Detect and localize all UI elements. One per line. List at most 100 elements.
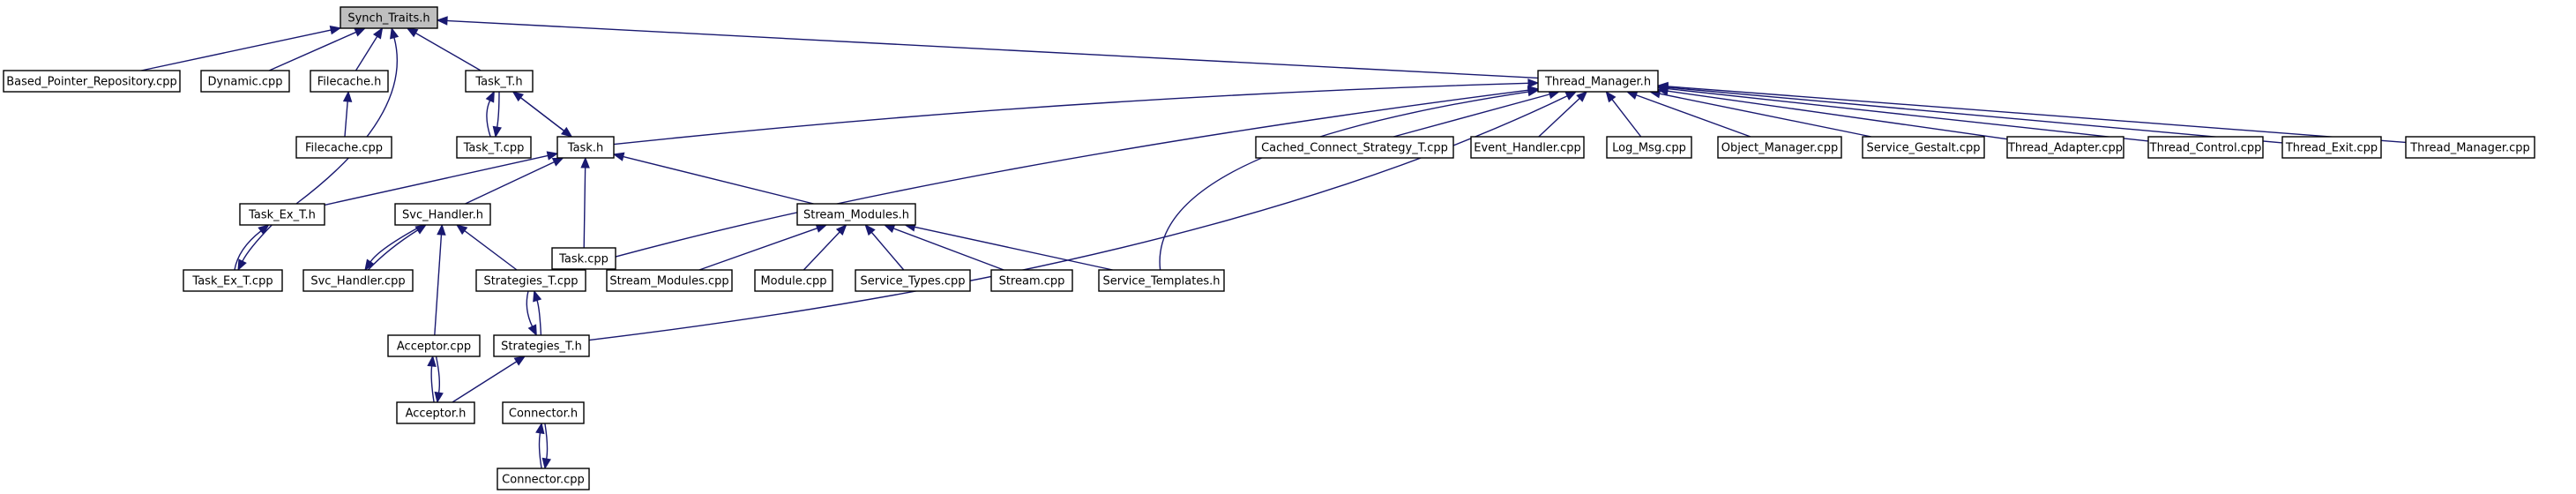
edge-task_ex_t_cpp-to-task_ex_t_h [234, 230, 262, 271]
edge-module_cpp-to-stream_modules_h [803, 231, 840, 271]
node-label: Dynamic.cpp [207, 76, 282, 89]
node-svc-handler-h[interactable]: Svc_Handler.h [394, 203, 491, 226]
node-label: Task_T.h [474, 76, 522, 89]
arrowhead-task_ex_t_h-to-task_h [546, 151, 559, 161]
edge-acceptor_cpp-to-acceptor_h [435, 356, 441, 393]
arrowhead-stream_cpp-to-stream_modules_h [883, 224, 896, 233]
node-thread-adapter-cpp[interactable]: Thread_Adapter.cpp [2006, 136, 2124, 159]
edge-task_t_h-to-task_t_cpp [497, 91, 500, 128]
arrowhead-acceptor_cpp-to-acceptor_h [434, 391, 444, 404]
node-label: Filecache.cpp [305, 142, 383, 155]
node-task-t-h[interactable]: Task_T.h [465, 70, 534, 93]
node-box [310, 70, 389, 93]
arrowhead-connector_cpp-to-connector_h [535, 422, 545, 435]
node-dynamic-cpp[interactable]: Dynamic.cpp [200, 70, 290, 93]
node-svc-handler-cpp[interactable]: Svc_Handler.cpp [302, 269, 414, 292]
node-label: Svc_Handler.cpp [310, 275, 405, 288]
arrowhead-filecache_h-to-synch_traits_h [372, 26, 384, 40]
node-label: Service_Gestalt.cpp [1867, 142, 1981, 155]
edge-service_gestalt_cpp-to-thread_manager_h [1659, 93, 1872, 138]
node-label: Service_Types.cpp [861, 275, 966, 288]
node-box [1537, 70, 1659, 93]
node-thread-manager-cpp[interactable]: Thread_Manager.cpp [2405, 136, 2535, 159]
node-based-pointer-repository-cpp[interactable]: Based_Pointer_Repository.cpp [3, 70, 181, 93]
node-label: Stream.cpp [999, 275, 1065, 288]
node-acceptor-cpp[interactable]: Acceptor.cpp [387, 334, 481, 357]
edge-task_ex_t_h-to-task_h [324, 154, 549, 206]
node-box [1862, 136, 1985, 159]
node-label: Log_Msg.cpp [1612, 142, 1686, 155]
node-label: Task.cpp [558, 253, 609, 266]
node-box [3, 70, 181, 93]
edge-task_t_h-to-task_h [512, 91, 565, 131]
node-box [502, 401, 585, 424]
node-label: Thread_Manager.h [1544, 76, 1651, 89]
node-stream-modules-h[interactable]: Stream_Modules.h [796, 203, 916, 226]
node-box [475, 269, 586, 292]
node-label: Event_Handler.cpp [1474, 142, 1581, 155]
edge-acceptor_h-to-strategies_t_h [452, 361, 518, 403]
node-synch-traits-h[interactable]: Synch_Traits.h [340, 6, 438, 29]
node-thread-manager-h[interactable]: Thread_Manager.h [1537, 70, 1659, 93]
arrowhead-filecache_cpp-to-filecache_h [342, 90, 353, 102]
arrowhead-module_cpp-to-stream_modules_h [835, 224, 847, 236]
arrowhead-object_manager_cpp-to-thread_manager_h [1625, 91, 1639, 100]
node-cached-connect-strategy-t-cpp[interactable]: Cached_Connect_Strategy_T.cpp [1255, 136, 1454, 159]
arrowhead-acceptor_h-to-strategies_t_h [513, 356, 526, 366]
arrowhead-task_h-to-thread_manager_h [1527, 79, 1540, 88]
node-task-ex-t-cpp[interactable]: Task_Ex_T.cpp [183, 269, 283, 292]
node-box [340, 6, 438, 29]
edge-connector_cpp-to-connector_h [538, 432, 542, 469]
node-event-handler-cpp[interactable]: Event_Handler.cpp [1470, 136, 1585, 159]
node-label: Task.h [567, 142, 603, 155]
node-module-cpp[interactable]: Module.cpp [754, 269, 833, 292]
node-label: Synch_Traits.h [347, 12, 429, 26]
node-label: Task_Ex_T.h [248, 209, 316, 222]
node-label: Cached_Connect_Strategy_T.cpp [1261, 142, 1448, 155]
node-task-h[interactable]: Task.h [556, 136, 615, 159]
node-box [497, 468, 590, 490]
edge-stream_modules_h-to-task_h [623, 155, 814, 205]
node-stream-modules-cpp[interactable]: Stream_Modules.cpp [606, 269, 733, 292]
node-object-manager-cpp[interactable]: Object_Manager.cpp [1717, 136, 1842, 159]
edge-svc_handler_h-to-task_h [465, 161, 555, 205]
node-label: Filecache.h [317, 76, 382, 89]
node-service-templates-h[interactable]: Service_Templates.h [1098, 269, 1225, 292]
edge-task_cpp-to-task_h [583, 167, 586, 249]
node-label: Strategies_T.cpp [483, 275, 578, 288]
edge-task_ex_t_h-to-task_ex_t_cpp [242, 224, 273, 262]
node-thread-control-cpp[interactable]: Thread_Control.cpp [2147, 136, 2264, 159]
node-box [855, 269, 971, 292]
node-thread-exit-cpp[interactable]: Thread_Exit.cpp [2281, 136, 2382, 159]
arrowhead-task_t_h-to-task_h [561, 126, 573, 138]
node-acceptor-h[interactable]: Acceptor.h [396, 401, 475, 424]
arrowhead-task_t_cpp-to-task_t_h [485, 90, 495, 103]
edge-thread_control_cpp-to-thread_manager_h [1667, 87, 2149, 142]
edge-dynamic_cpp-to-synch_traits_h [268, 31, 357, 71]
node-connector-cpp[interactable]: Connector.cpp [497, 468, 590, 490]
node-filecache-h[interactable]: Filecache.h [310, 70, 389, 93]
node-strategies-t-h[interactable]: Strategies_T.h [493, 334, 590, 357]
node-task-ex-t-h[interactable]: Task_Ex_T.h [239, 203, 325, 226]
node-service-types-cpp[interactable]: Service_Types.cpp [855, 269, 971, 292]
edge-thread_manager_h-to-synch_traits_h [446, 19, 1539, 79]
edge-service_templates_h-to-thread_manager_h [1159, 91, 1529, 271]
arrowhead-strategies_t_cpp-to-svc_handler_h [455, 224, 468, 236]
node-task-cpp[interactable]: Task.cpp [551, 247, 616, 270]
node-box [754, 269, 833, 292]
node-filecache-cpp[interactable]: Filecache.cpp [295, 136, 392, 159]
node-task-t-cpp[interactable]: Task_T.cpp [456, 136, 532, 159]
node-label: Connector.cpp [502, 474, 585, 487]
node-connector-h[interactable]: Connector.h [502, 401, 585, 424]
node-service-gestalt-cpp[interactable]: Service_Gestalt.cpp [1862, 136, 1985, 159]
edge-strategies_t_h-to-thread_manager_h [588, 95, 1568, 341]
node-box [493, 334, 590, 357]
node-strategies-t-cpp[interactable]: Strategies_T.cpp [475, 269, 586, 292]
node-log-msg-cpp[interactable]: Log_Msg.cpp [1606, 136, 1692, 159]
node-box [1470, 136, 1585, 159]
arrowhead-connector_h-to-connector_cpp [541, 457, 551, 470]
node-box [183, 269, 283, 292]
edge-acceptor_cpp-to-svc_handler_h [434, 234, 443, 336]
node-stream-cpp[interactable]: Stream.cpp [990, 269, 1073, 292]
